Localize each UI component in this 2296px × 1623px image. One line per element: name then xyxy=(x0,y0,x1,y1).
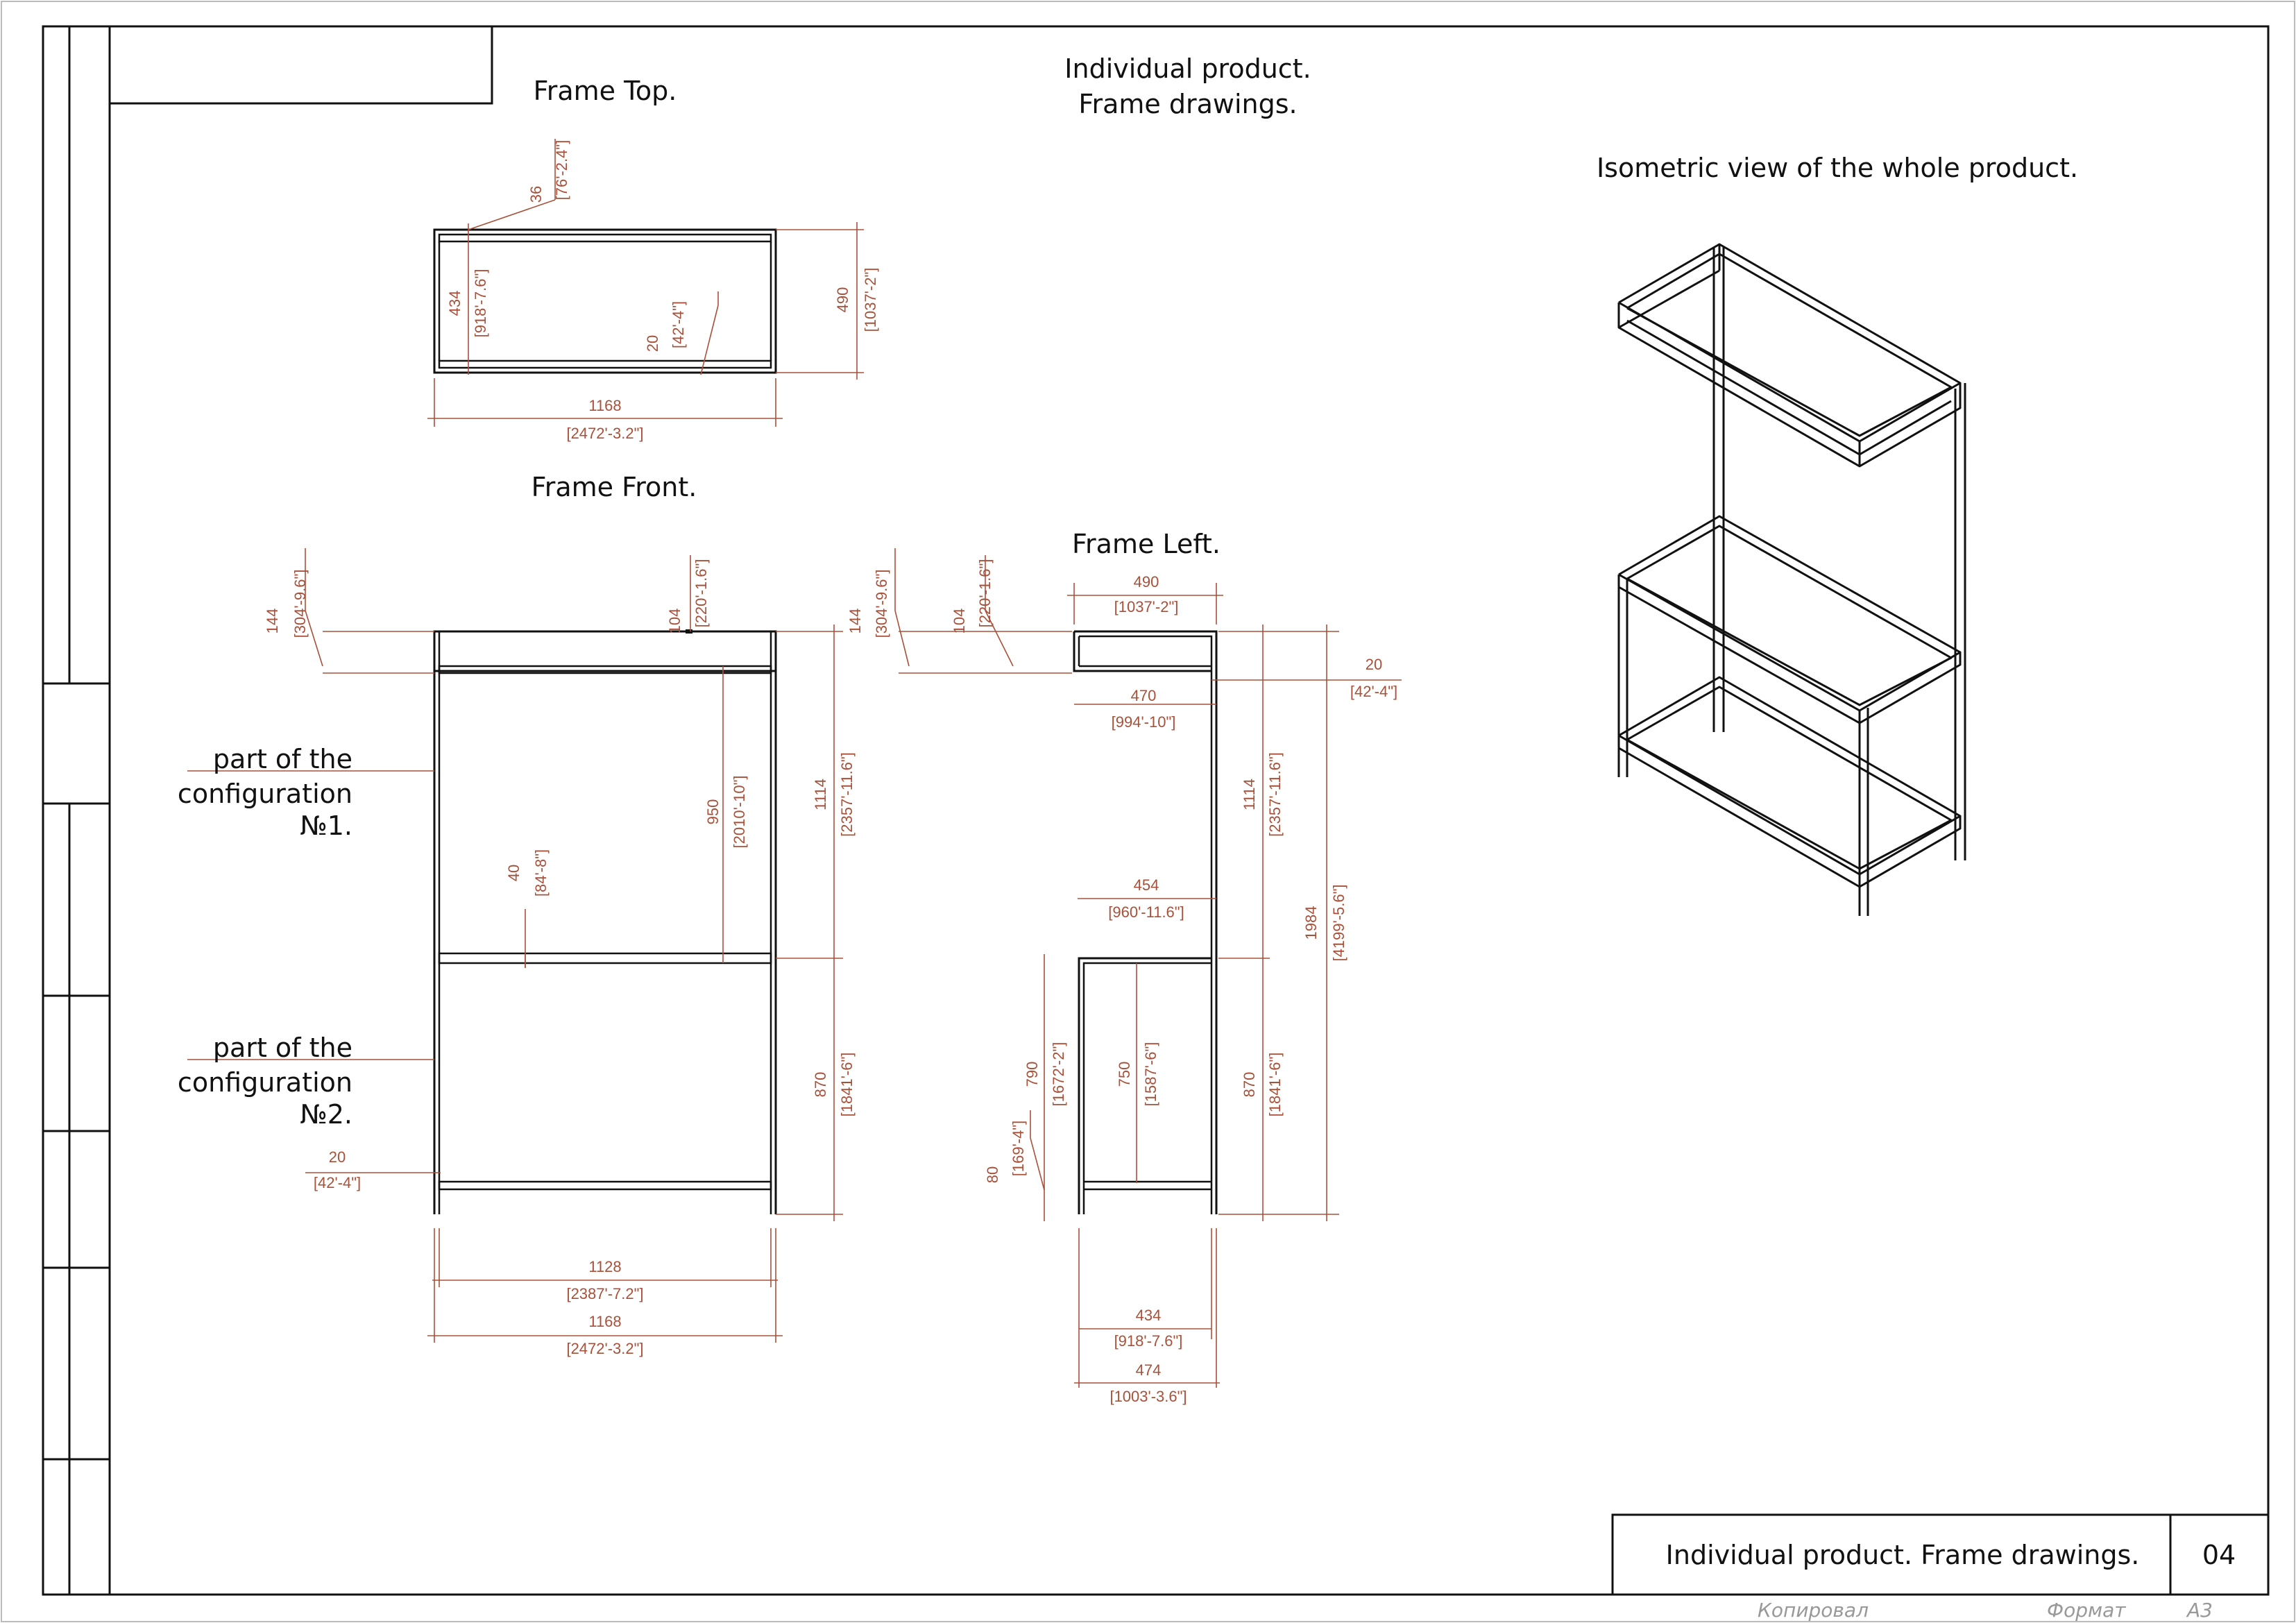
footer-format-label: Формат xyxy=(2047,1599,2126,1622)
frame-front-view xyxy=(433,629,777,1214)
left-dim-434: 434 xyxy=(1136,1307,1162,1324)
front-dim-870: 870 xyxy=(812,1072,829,1098)
config2-line2: configuration xyxy=(178,1067,352,1098)
top-dim-1168-imperial: [2472'-3.2"] xyxy=(566,425,643,442)
left-dim-490-imperial: [1037'-2"] xyxy=(1114,598,1179,615)
title-block: Individual product. Frame drawings. 04 xyxy=(1611,1513,2270,1596)
left-dim-1984: 1984 xyxy=(1302,906,1320,940)
left-dim-750: 750 xyxy=(1116,1062,1133,1087)
front-dim-1168: 1168 xyxy=(588,1313,621,1330)
frame-left-dimensions xyxy=(894,548,1402,1388)
footer-format-value: A3 xyxy=(2186,1599,2213,1622)
top-dim-434: 434 xyxy=(446,291,464,316)
front-dim-20: 20 xyxy=(329,1148,346,1166)
left-dim-80-imperial: [169'-4"] xyxy=(1010,1121,1027,1177)
front-dim-1168-imperial: [2472'-3.2"] xyxy=(566,1340,643,1357)
left-dim-80: 80 xyxy=(984,1166,1001,1183)
left-dim-870: 870 xyxy=(1241,1072,1258,1098)
left-dim-1984-imperial: [4199'-5.6"] xyxy=(1330,884,1347,961)
left-dim-470: 470 xyxy=(1131,687,1157,704)
left-dim-470-imperial: [994'-10"] xyxy=(1112,713,1176,731)
config2-line3: №2. xyxy=(300,1099,352,1130)
isometric-title: Isometric view of the whole product. xyxy=(1597,153,2078,183)
front-dim-950-imperial: [2010'-10"] xyxy=(731,776,748,849)
title-block-text: Individual product. Frame drawings. xyxy=(1666,1540,2140,1570)
main-title-line2: Frame drawings. xyxy=(1078,89,1297,119)
top-dim-36: 36 xyxy=(527,186,545,203)
top-dim-1168: 1168 xyxy=(588,397,621,414)
left-dim-1114: 1114 xyxy=(1241,779,1258,810)
frame-top-view xyxy=(433,228,777,374)
left-dim-454-imperial: [960'-11.6"] xyxy=(1108,903,1184,921)
front-dim-1114-imperial: [2357'-11.6"] xyxy=(838,752,856,837)
top-dim-20: 20 xyxy=(644,335,661,352)
front-dim-104-imperial: [220'-1.6"] xyxy=(692,559,710,628)
front-dim-1114: 1114 xyxy=(812,779,829,810)
footer-copied: Копировал xyxy=(1758,1599,1869,1622)
top-dim-490: 490 xyxy=(834,287,851,313)
left-dim-790: 790 xyxy=(1023,1062,1041,1087)
left-dim-20-imperial: [42'-4"] xyxy=(1350,683,1397,700)
frame-front-dimensions xyxy=(305,548,843,1343)
front-dim-950: 950 xyxy=(704,799,722,825)
front-dim-40-imperial: [84'-8"] xyxy=(532,849,550,897)
left-dim-1114-imperial: [2357'-11.6"] xyxy=(1266,752,1284,837)
left-dim-490: 490 xyxy=(1134,573,1159,590)
top-dim-490-imperial: [1037'-2"] xyxy=(862,268,879,332)
left-dim-474: 474 xyxy=(1136,1361,1162,1379)
front-dim-144: 144 xyxy=(264,609,281,634)
left-dim-144: 144 xyxy=(847,609,864,634)
left-dim-434-imperial: [918'-7.6"] xyxy=(1114,1332,1183,1350)
configuration-note-1: part of the configuration №1. xyxy=(178,744,434,841)
frame-front-title: Frame Front. xyxy=(532,472,697,502)
top-dim-434-imperial: [918'-7.6"] xyxy=(472,269,489,338)
left-dim-750-imperial: [1587'-6"] xyxy=(1142,1042,1159,1107)
configuration-note-2: part of the configuration №2. xyxy=(178,1033,434,1130)
left-dim-104-imperial: [220'-1.6"] xyxy=(976,559,994,628)
frame-left-view xyxy=(1073,630,1218,1214)
left-dim-20: 20 xyxy=(1366,656,1382,673)
left-dim-144-imperial: [304'-9.6"] xyxy=(873,570,890,638)
top-dim-20-imperial: [42'-4"] xyxy=(670,301,687,348)
front-dim-1128: 1128 xyxy=(588,1258,621,1275)
front-dim-104: 104 xyxy=(666,609,683,634)
frame-left-title: Frame Left. xyxy=(1072,529,1221,559)
frame-top-title: Frame Top. xyxy=(534,76,677,106)
left-dim-790-imperial: [1672'-2"] xyxy=(1050,1042,1067,1107)
front-dim-870-imperial: [1841'-6"] xyxy=(838,1053,856,1117)
left-dim-474-imperial: [1003'-3.6"] xyxy=(1109,1388,1187,1405)
config2-line1: part of the xyxy=(213,1033,352,1063)
front-dim-40: 40 xyxy=(505,865,522,881)
front-dim-20-imperial: [42'-4"] xyxy=(314,1174,361,1191)
config1-line3: №1. xyxy=(300,810,352,841)
isometric-view xyxy=(1617,243,1966,916)
config1-line1: part of the xyxy=(213,744,352,774)
main-title-line1: Individual product. xyxy=(1064,53,1311,84)
left-dim-454: 454 xyxy=(1134,876,1159,894)
config1-line2: configuration xyxy=(178,779,352,809)
top-dim-36-imperial: [76'-2.4"] xyxy=(553,140,570,201)
front-dim-144-imperial: [304'-9.6"] xyxy=(291,570,309,638)
sheet-number: 04 xyxy=(2202,1540,2236,1570)
left-dim-870-imperial: [1841'-6"] xyxy=(1266,1053,1284,1117)
left-dim-104: 104 xyxy=(951,609,968,634)
frame-top-dimensions xyxy=(427,139,864,427)
front-dim-1128-imperial: [2387'-7.2"] xyxy=(566,1285,643,1302)
